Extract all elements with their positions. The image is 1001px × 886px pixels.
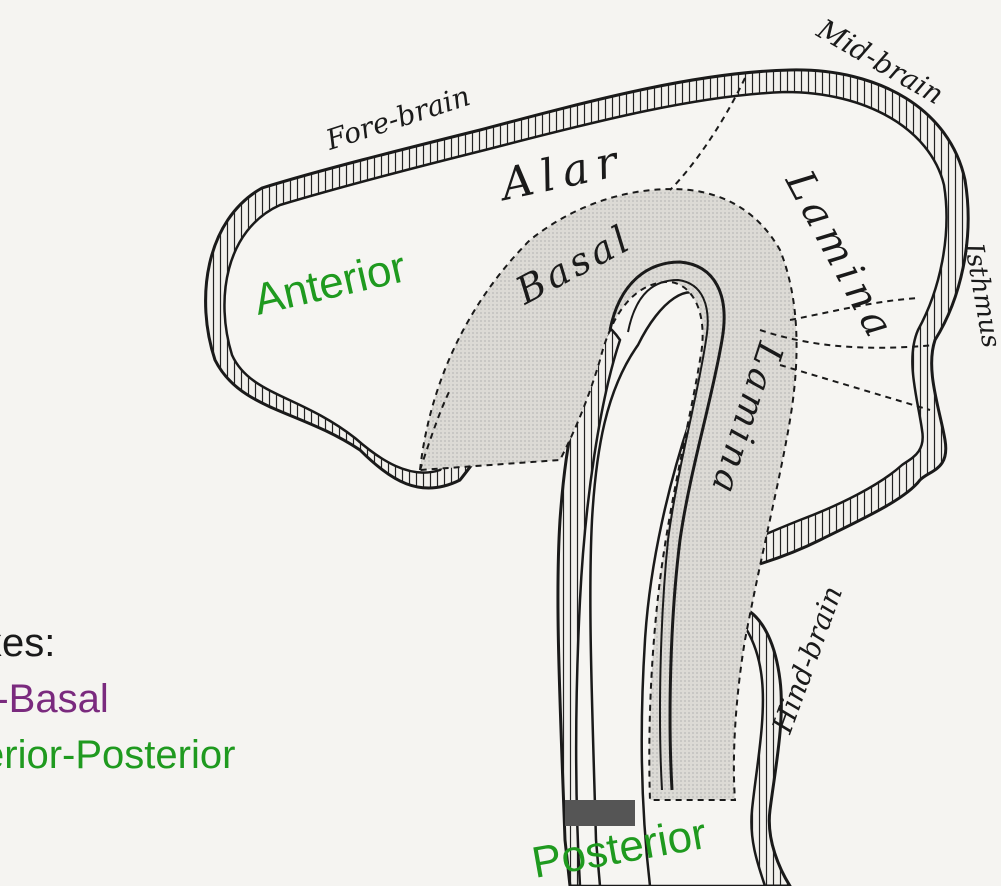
axes-caption: xes: r-Basal erior-Posterior [0, 615, 235, 783]
caption-anterior-posterior: erior-Posterior [0, 727, 235, 783]
caption-heading: xes: [0, 615, 235, 671]
caption-alar-basal: r-Basal [0, 671, 235, 727]
label-isthmus: Isthmus [958, 240, 1001, 350]
